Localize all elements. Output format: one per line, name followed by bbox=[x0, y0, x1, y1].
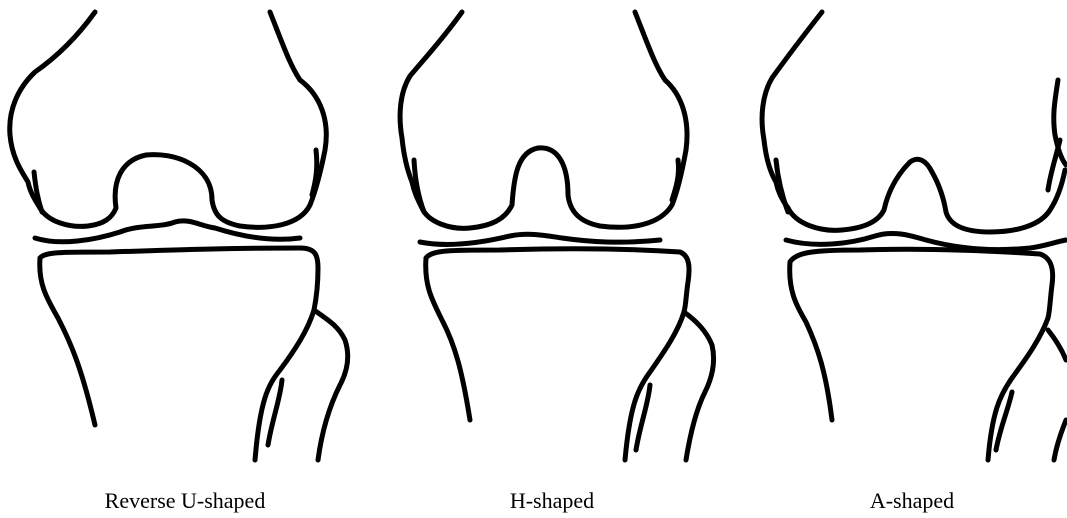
tibia-plateau bbox=[426, 249, 689, 312]
fibula-far-line bbox=[1054, 420, 1066, 460]
fibula-contour bbox=[1048, 330, 1066, 360]
femur-right-edge-spur bbox=[1048, 140, 1060, 190]
panel-h-shaped bbox=[400, 12, 714, 460]
fibula-contour bbox=[684, 312, 714, 460]
femur-left-edge-spur bbox=[414, 160, 424, 212]
tibia-left-shaft bbox=[40, 258, 95, 425]
caption-h-shaped: H-shaped bbox=[510, 488, 594, 514]
panel-reverse-u-shaped bbox=[10, 12, 348, 460]
tibia-left-shaft bbox=[426, 258, 470, 420]
femur-left-contour bbox=[762, 12, 822, 208]
caption-a-shaped: A-shaped bbox=[870, 488, 954, 514]
fibula-contour bbox=[314, 310, 348, 460]
tibia-right-shaft bbox=[625, 312, 684, 460]
joint-line-upper bbox=[420, 234, 660, 244]
femur-distal-contour bbox=[788, 159, 1065, 232]
femur-left-contour bbox=[400, 12, 462, 208]
tibia-right-shaft bbox=[255, 310, 314, 460]
femur-distal-contour bbox=[422, 12, 687, 228]
femur-right-edge-spur bbox=[312, 150, 317, 195]
tibia-plateau bbox=[790, 249, 1053, 318]
femur-left-edge-spur bbox=[776, 160, 788, 212]
femur-left-contour bbox=[10, 12, 95, 208]
tibia-left-shaft bbox=[790, 262, 832, 420]
panel-a-shaped bbox=[762, 12, 1066, 460]
femur-distal-contour bbox=[40, 12, 326, 227]
tibia-plateau bbox=[40, 248, 318, 310]
caption-reverse-u-shaped: Reverse U-shaped bbox=[105, 488, 266, 514]
